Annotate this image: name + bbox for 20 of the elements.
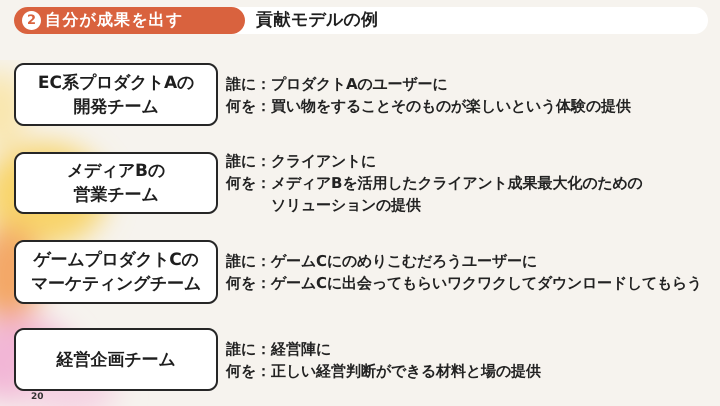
page-number: 20 bbox=[31, 392, 44, 403]
slide-title: 貢献モデルの例 bbox=[256, 10, 379, 31]
team-box bbox=[14, 152, 218, 214]
step-number: 2 bbox=[22, 11, 41, 30]
team-name: EC系プロダクトAの開発チーム bbox=[36, 72, 196, 118]
target-description: 誰に：プロダクトAのユーザーに bbox=[226, 74, 448, 94]
target-description: 誰に：クライアントに bbox=[226, 151, 376, 172]
target-description: 誰に：ゲームCにのめりこむだろうユーザーに bbox=[226, 251, 538, 272]
target-description: 誰に：経営陣に bbox=[226, 338, 331, 360]
target-description: 何を：メディアBを活用したクライアント成果最大化のためのソリューションの提供 bbox=[226, 173, 644, 216]
team-box bbox=[14, 240, 218, 304]
target-description: 何を：買い物をすることそのものが楽しいという体験の提供 bbox=[226, 96, 631, 116]
team-box bbox=[14, 328, 218, 391]
target-description: 何を：ゲームCに出会ってもらいワクワクしてダウンロードしてもらう bbox=[226, 273, 702, 294]
section-heading: 自分が成果を出す bbox=[45, 10, 184, 31]
team-box bbox=[14, 63, 218, 126]
team-name: ゲームプロダクトCのマーケティングチーム bbox=[30, 249, 202, 296]
team-name: 経営企画チーム bbox=[56, 348, 176, 372]
target-description: 何を：正しい経営判断ができる材料と場の提供 bbox=[226, 360, 541, 382]
team-name: メディアBの営業チーム bbox=[66, 160, 166, 207]
